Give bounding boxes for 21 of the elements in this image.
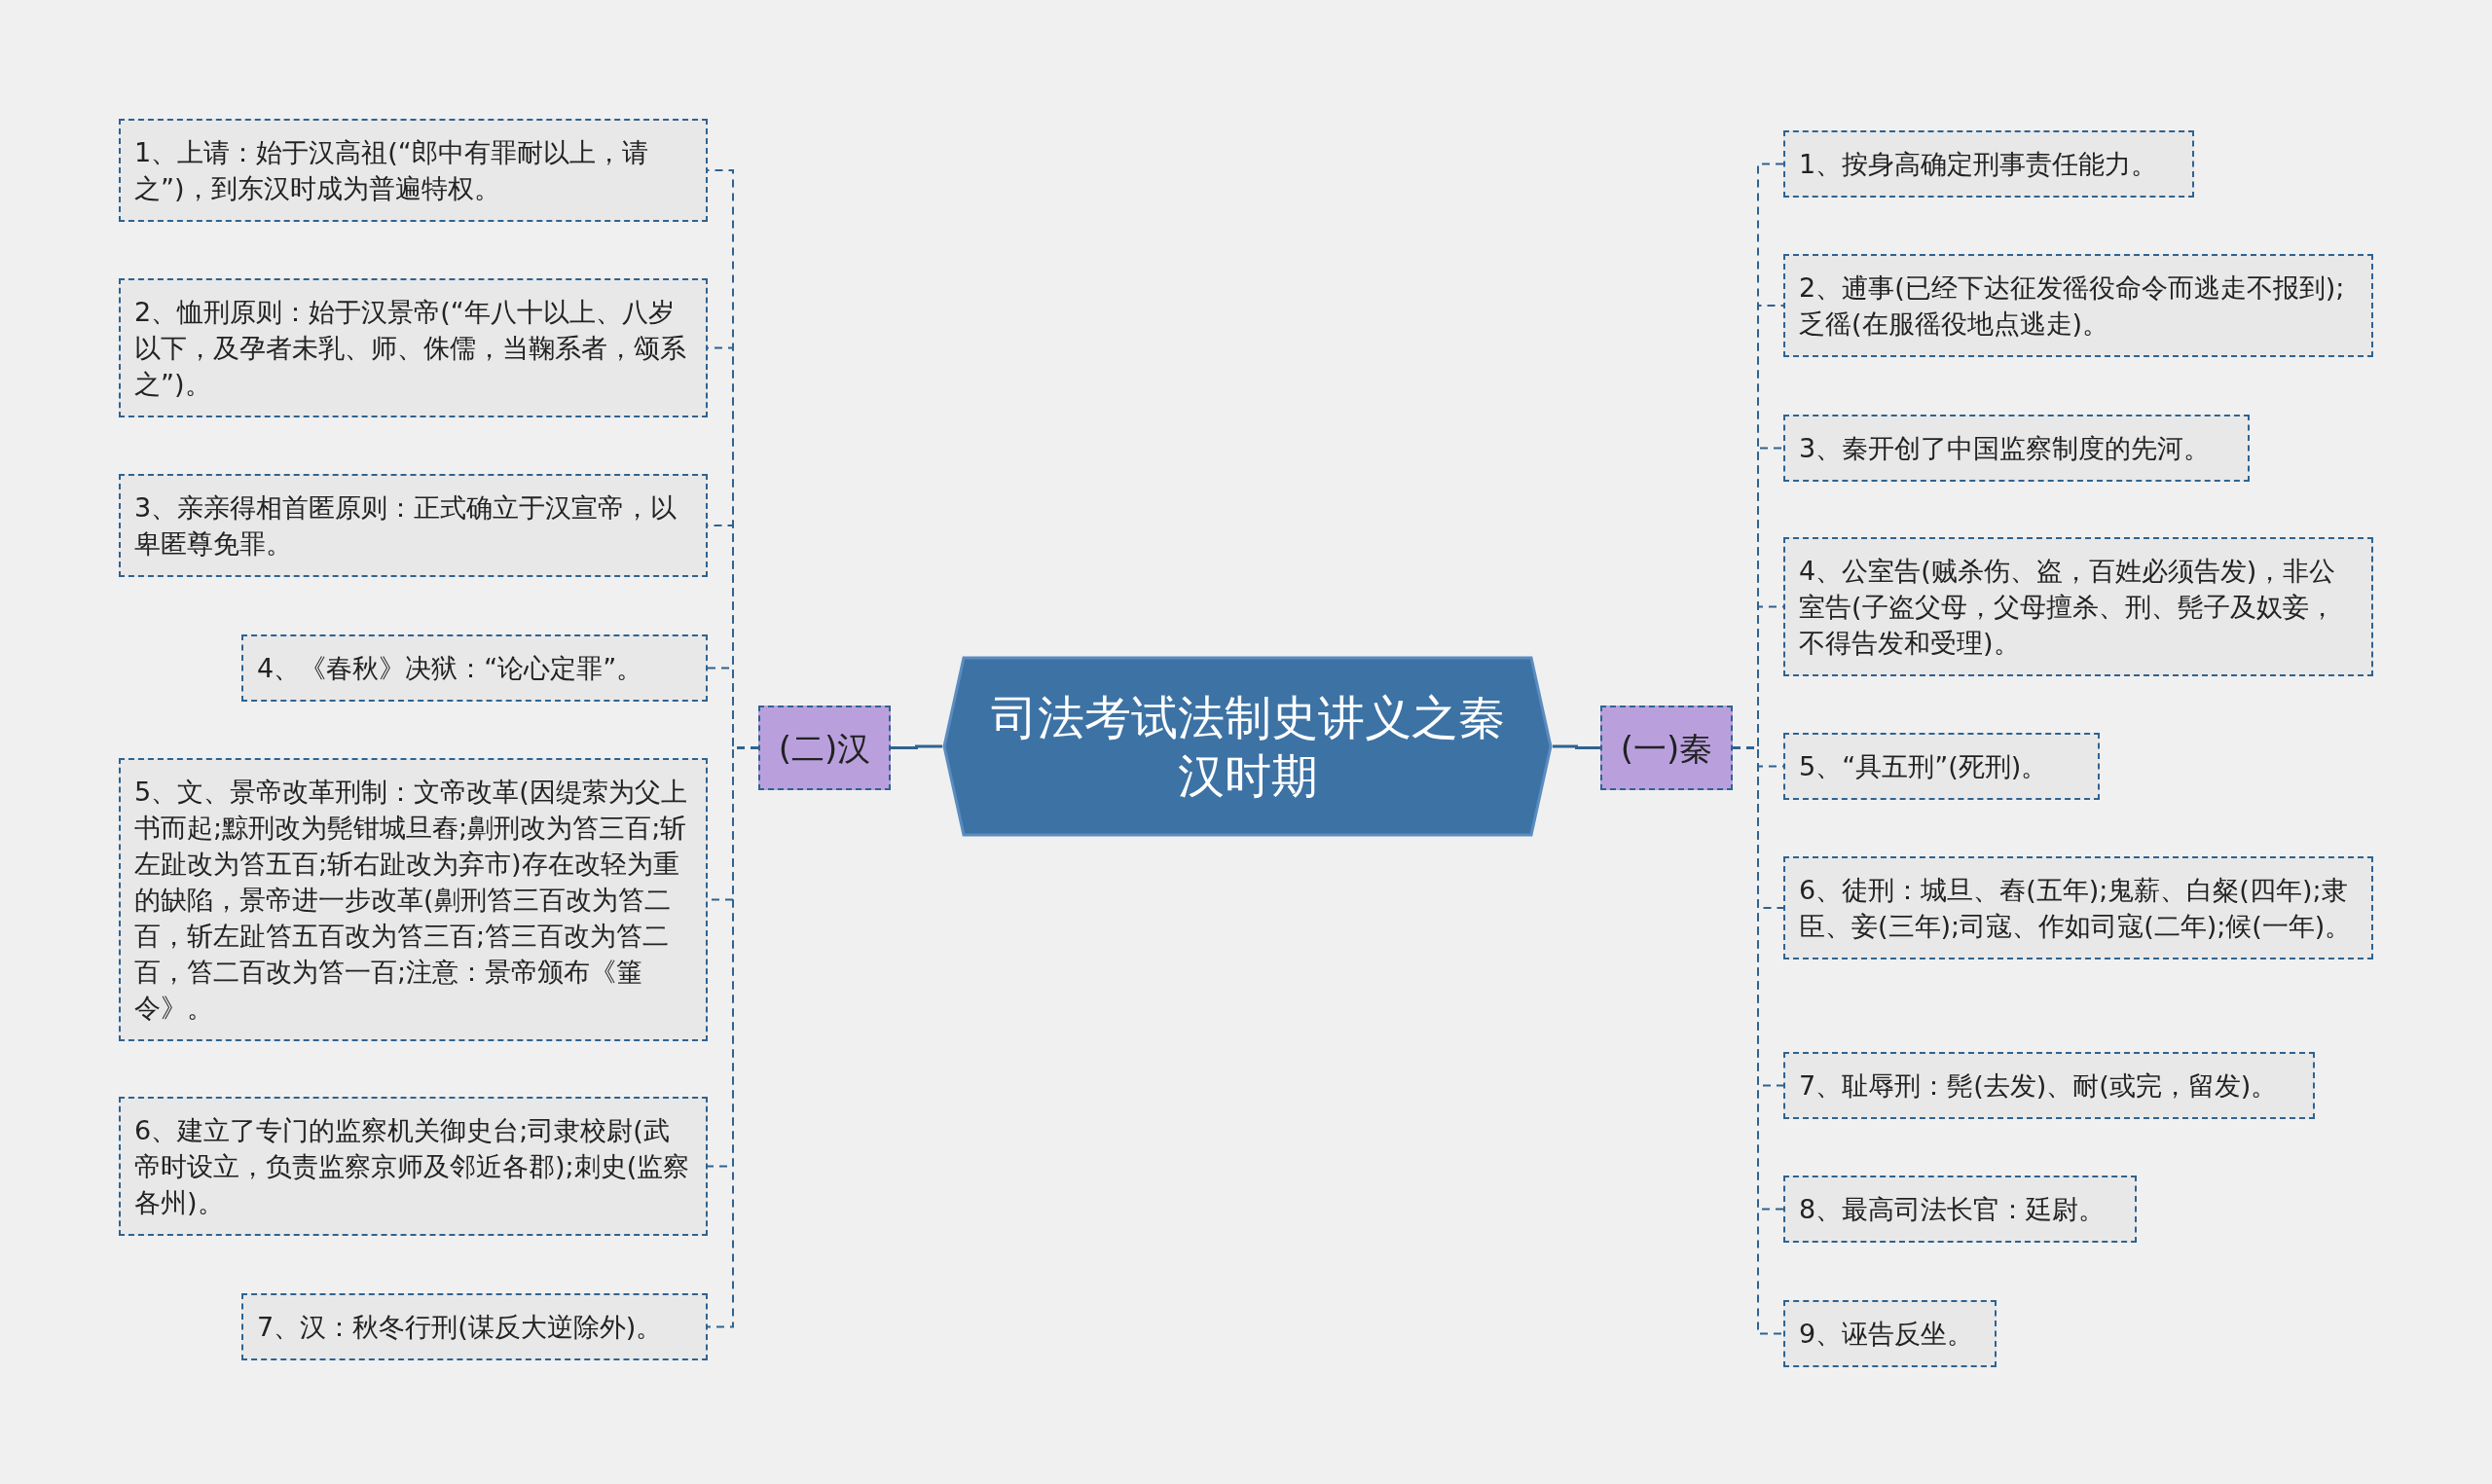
topic-box: 1、上请：始于汉高祖(“郎中有罪耐以上，请之”)，到东汉时成为普遍特权。	[119, 119, 708, 222]
topic-box: 5、文、景帝改革刑制：文帝改革(因缇萦为父上书而起;黥刑改为髡钳城旦舂;劓刑改为笞三百;斩左趾改为笞五百;斩右趾改为弃市)存在改轻为重的缺陷，景帝进一步改革(劓刑笞三百改为笞二百，斩左趾笞五百改为笞三百;笞三百改为笞二百，笞二百改为笞一百;注意：景帝颁布《箠令》。	[119, 758, 708, 1041]
topic-box: 3、秦开创了中国监察制度的先河。	[1783, 415, 2250, 482]
topic-box: 6、徒刑：城旦、舂(五年);鬼薪、白粲(四年);隶臣、妾(三年);司寇、作如司寇(二年);候(一年)。	[1783, 856, 2373, 959]
topic-box: 3、亲亲得相首匿原则：正式确立于汉宣帝，以卑匿尊免罪。	[119, 474, 708, 577]
connector-line	[1553, 744, 1600, 749]
branch-topic-box: (一)秦	[1600, 706, 1733, 790]
connector-line	[891, 744, 942, 749]
topic-box: 4、《春秋》决狱：“论心定罪”。	[241, 634, 708, 702]
topic-box: 2、逋事(已经下达征发徭役命令而逃走不报到);乏徭(在服徭役地点逃走)。	[1783, 254, 2373, 357]
topic-box: 7、耻辱刑：髡(去发)、耐(或完，留发)。	[1783, 1052, 2315, 1119]
topic-box: 4、公室告(贼杀伤、盗，百姓必须告发)，非公室告(子盗父母，父母擅杀、刑、髡子及奴妾，不得告发和受理)。	[1783, 537, 2373, 676]
topic-box: 9、诬告反坐。	[1783, 1300, 1997, 1367]
topic-box: 7、汉：秋冬行刑(谋反大逆除外)。	[241, 1293, 708, 1360]
topic-box: 5、“具五刑”(死刑)。	[1783, 733, 2100, 800]
topic-box: 6、建立了专门的监察机关御史台;司隶校尉(武帝时设立，负责监察京师及邻近各郡);刺史(监察各州)。	[119, 1097, 708, 1236]
topic-box: 2、恤刑原则：始于汉景帝(“年八十以上、八岁以下，及孕者未乳、师、侏儒，当鞠系者，颂系之”)。	[119, 278, 708, 417]
central-topic-hexagon: 司法考试法制史讲义之秦汉时期	[942, 656, 1553, 837]
topic-box: 1、按身高确定刑事责任能力。	[1783, 130, 2194, 198]
branch-topic-box: (二)汉	[758, 706, 891, 790]
topic-box: 8、最高司法长官：廷尉。	[1783, 1176, 2137, 1243]
